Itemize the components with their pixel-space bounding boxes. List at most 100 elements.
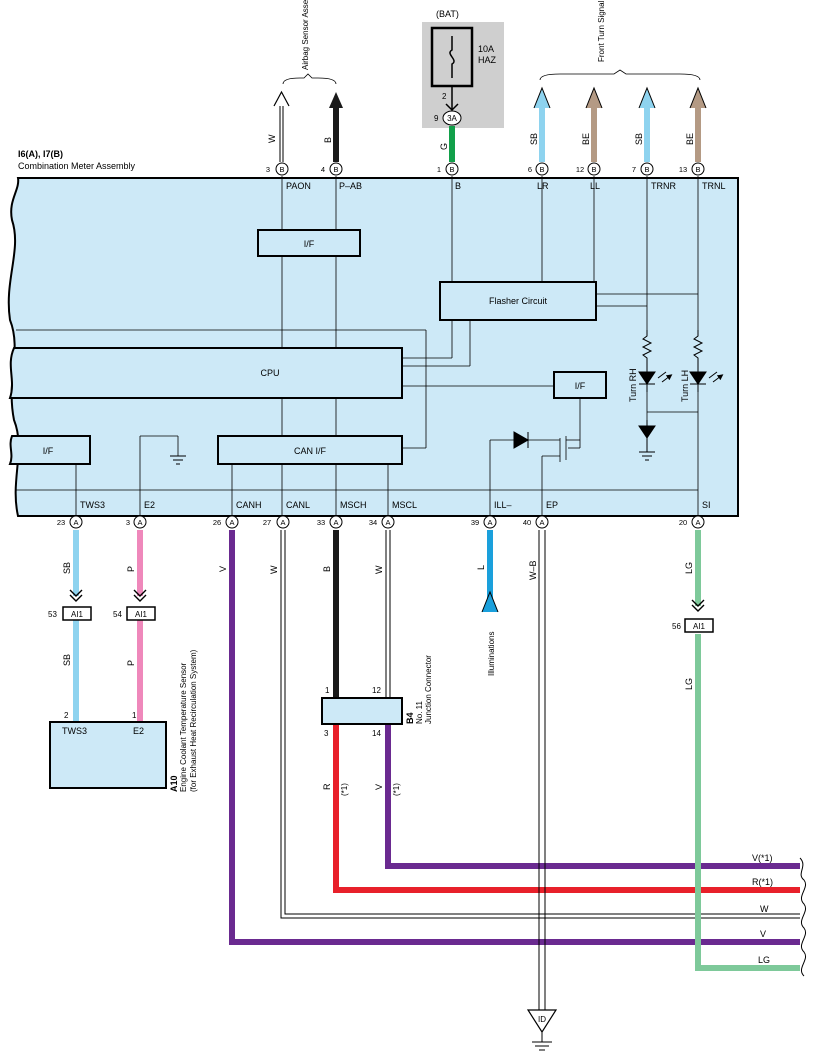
svg-text:B: B <box>644 165 649 174</box>
fuse-pin-number: 2 <box>442 92 447 101</box>
svg-text:No. 11: No. 11 <box>415 700 424 724</box>
svg-text:V: V <box>218 566 228 572</box>
lamps-label: Front Turn Signal Light Assemblies Rear … <box>597 0 606 62</box>
svg-text:23: 23 <box>57 518 65 527</box>
svg-text:B4: B4 <box>405 712 415 724</box>
svg-text:14: 14 <box>372 729 381 738</box>
arrow-trnr <box>638 86 656 109</box>
svg-text:27: 27 <box>263 518 271 527</box>
svg-text:A: A <box>333 518 338 527</box>
turn-lh-label: Turn LH <box>680 370 690 402</box>
svg-text:A: A <box>280 518 285 527</box>
arrow-pab <box>329 92 343 108</box>
svg-text:33: 33 <box>317 518 325 527</box>
e2-ground-icon <box>170 455 186 465</box>
internal-wiring <box>16 176 699 491</box>
top-wire-labels: W B G SB BE SB BE <box>267 133 695 150</box>
top-wires <box>273 86 707 162</box>
svg-text:1: 1 <box>325 686 330 695</box>
if-left-block: I/F <box>8 435 91 465</box>
svg-text:SB: SB <box>634 133 644 145</box>
svg-text:MSCH: MSCH <box>340 500 367 510</box>
svg-text:26: 26 <box>213 518 221 527</box>
svg-text:B: B <box>539 165 544 174</box>
svg-text:AI1: AI1 <box>693 622 706 631</box>
turn-rh-label: Turn RH <box>628 368 638 402</box>
arrow-paon <box>273 90 290 107</box>
svg-text:E2: E2 <box>144 500 155 510</box>
fuse-background <box>422 22 504 128</box>
arrow-ll <box>585 86 603 109</box>
svg-text:W: W <box>269 565 279 574</box>
svg-text:P: P <box>126 660 136 666</box>
svg-text:B: B <box>455 181 461 191</box>
turn-lamp-circuit <box>513 330 721 461</box>
svg-text:Engine Coolant Temperature Sen: Engine Coolant Temperature Sensor <box>179 662 188 792</box>
svg-text:CAN I/F: CAN I/F <box>294 446 327 456</box>
coolant-temp-sensor: 2 1 TWS3 E2 A10 Engine Coolant Temperatu… <box>49 649 198 792</box>
bottom-wire-labels: SB P V W B W L W–B LG SB P LG <box>62 560 694 690</box>
can-if-block: CAN I/F <box>217 435 403 465</box>
svg-text:V: V <box>374 784 384 790</box>
assembly-name: Combination Meter Assembly <box>18 161 136 171</box>
svg-text:BE: BE <box>685 133 695 145</box>
svg-text:12: 12 <box>576 165 584 174</box>
svg-text:12: 12 <box>372 686 381 695</box>
svg-text:W: W <box>267 134 277 143</box>
svg-text:B: B <box>322 566 332 572</box>
svg-text:ILL–: ILL– <box>494 500 512 510</box>
svg-text:CANH: CANH <box>236 500 262 510</box>
svg-text:A10: A10 <box>169 775 179 792</box>
svg-text:54: 54 <box>113 610 122 619</box>
svg-text:1: 1 <box>437 165 441 174</box>
top-group-labels: Airbag Sensor Assembly Front Turn Signal… <box>282 0 701 85</box>
svg-text:B: B <box>449 165 454 174</box>
svg-text:(*1): (*1) <box>340 783 349 796</box>
svg-text:AI1: AI1 <box>135 610 148 619</box>
ai1-connectors: 53 AI1 54 AI1 56 AI1 <box>48 606 714 633</box>
assembly-connectors: I6(A), I7(B) <box>18 149 63 159</box>
resistor-lh <box>692 330 704 368</box>
svg-text:3: 3 <box>126 518 130 527</box>
fuse-element <box>449 36 455 78</box>
flasher-circuit-block: Flasher Circuit <box>439 281 597 321</box>
svg-text:SB: SB <box>62 562 72 574</box>
svg-text:20: 20 <box>679 518 687 527</box>
fuse-name: HAZ <box>478 55 497 65</box>
svg-text:TWS3: TWS3 <box>80 500 105 510</box>
fuse-connector-badge <box>442 110 462 126</box>
svg-text:39: 39 <box>471 518 479 527</box>
svg-text:L: L <box>476 565 486 570</box>
svg-text:LG: LG <box>684 562 694 574</box>
svg-text:A: A <box>385 518 390 527</box>
fuse-amp: 10A <box>478 44 494 54</box>
svg-text:I/F: I/F <box>575 381 586 391</box>
svg-text:LG: LG <box>758 955 770 965</box>
illumination-arrow <box>481 590 499 613</box>
svg-text:LL: LL <box>590 181 600 191</box>
svg-text:(for Exhaust Heat Recirculatio: (for Exhaust Heat Recirculation System) <box>189 649 198 792</box>
svg-text:A: A <box>73 518 78 527</box>
resistor-rh <box>641 330 653 368</box>
svg-text:CANL: CANL <box>286 500 310 510</box>
svg-text:34: 34 <box>369 518 377 527</box>
svg-text:7: 7 <box>632 165 636 174</box>
svg-text:40: 40 <box>523 518 531 527</box>
svg-text:3: 3 <box>266 165 270 174</box>
fuse-bat-label: (BAT) <box>436 9 459 19</box>
if-right-block: I/F <box>553 371 607 399</box>
svg-text:13: 13 <box>679 165 687 174</box>
if-top-block: I/F <box>257 229 361 257</box>
svg-text:B: B <box>695 165 700 174</box>
svg-text:SB: SB <box>62 654 72 666</box>
svg-text:MSCL: MSCL <box>392 500 417 510</box>
svg-text:4: 4 <box>321 165 325 174</box>
fuse-block: (BAT) 10A HAZ 2 3A 9 <box>422 9 504 128</box>
svg-text:I/F: I/F <box>43 446 54 456</box>
top-terminal-labels: PAON P–AB B LR LL TRNR TRNL <box>286 181 726 191</box>
